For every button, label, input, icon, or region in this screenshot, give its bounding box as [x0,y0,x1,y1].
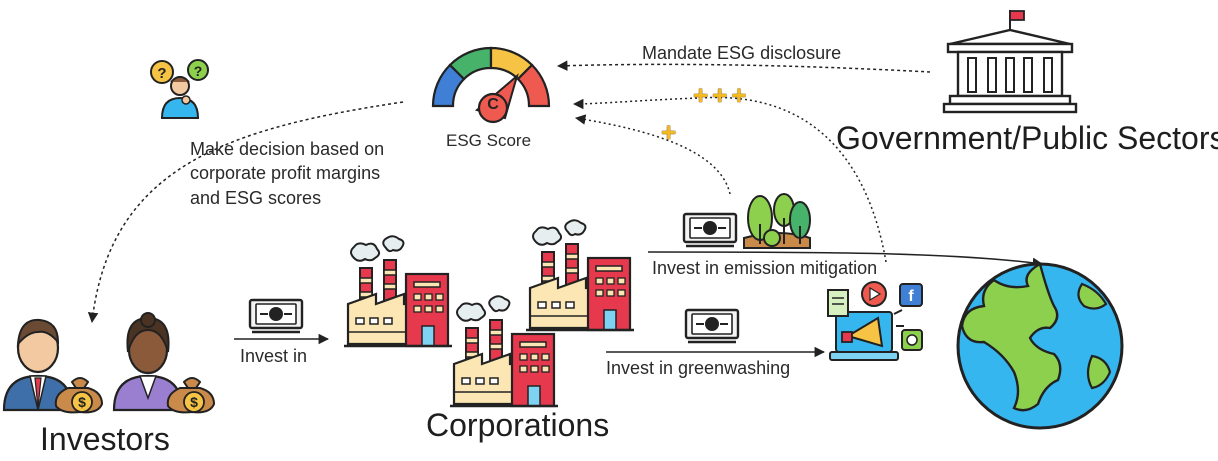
dollar-sign: $ [190,394,198,410]
svg-text:f: f [908,288,914,305]
esg-gauge-icon [431,46,551,124]
factory-icon [524,219,636,332]
government-label: Government/Public Sectors [836,120,1218,156]
thinking-person-icon: ? ? [150,59,209,119]
svg-text:?: ? [194,63,203,79]
trees-icon [743,193,811,249]
plus-sign: + [661,117,677,147]
decision-label: Make decision based on corporate profit … [190,139,385,208]
factory-icon [342,235,454,348]
investor-man-icon [2,318,104,414]
emission-score-arrow [574,114,731,195]
earth-globe-icon [956,262,1124,430]
svg-text:?: ? [157,65,166,82]
money-bill-icon [248,298,304,334]
esg-score-label: ESG Score [446,131,532,150]
government-building-icon [942,10,1078,114]
plus-three-signs: +++ [693,80,751,110]
greenwashing-label: Invest in greenwashing [606,358,791,378]
money-bill-icon [682,212,738,248]
decision-arrow [87,101,404,324]
emission-label: Invest in emission mitigation [652,258,878,278]
money-bill-icon [684,308,740,344]
mandate-arrow [556,60,931,73]
investors-label: Investors [40,421,170,457]
emission-arrow [647,251,1044,268]
gauge-letter: C [487,96,499,113]
greenwashing-score-arrow [572,96,887,263]
mandate-label: Mandate ESG disclosure [642,43,842,63]
investor-woman-icon [112,312,216,414]
corporations-label: Corporations [426,407,610,443]
marketing-megaphone-icon: f [827,281,923,361]
dollar-sign: $ [78,394,86,410]
invest-in-label: Invest in [240,346,308,366]
